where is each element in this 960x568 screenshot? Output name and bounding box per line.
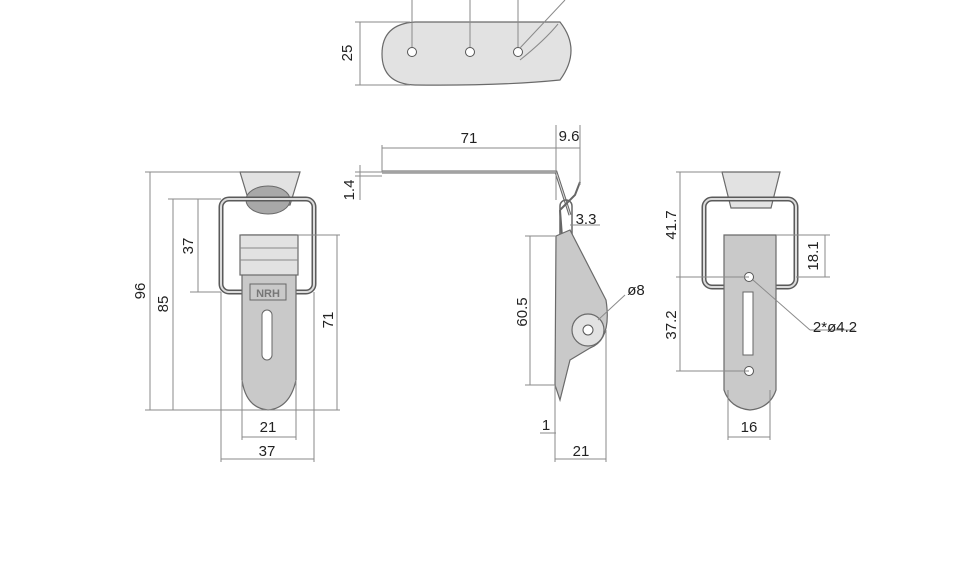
dim-rear-slot-height: 18.1 xyxy=(805,241,822,270)
dim-front-total-width: 37 xyxy=(259,443,276,460)
top-plate-view: 25 xyxy=(339,0,572,86)
dim-side-height: 60.5 xyxy=(514,297,531,326)
dim-rear-upper-height: 41.7 xyxy=(663,210,680,239)
dim-rear-width: 16 xyxy=(741,419,758,436)
dim-side-length: 71 xyxy=(461,130,478,147)
dim-rear-holes: 2*ø4.2 xyxy=(813,319,857,336)
rear-view: 41.7 18.1 37.2 2*ø4.2 16 xyxy=(663,171,857,440)
dim-side-hook-offset: 9.6 xyxy=(559,128,580,145)
dim-side-wire: 3.3 xyxy=(576,211,597,228)
dim-front-body-width: 21 xyxy=(260,419,277,436)
dim-rear-lower-height: 37.2 xyxy=(663,310,680,339)
dim-front-total-height: 96 xyxy=(132,283,149,300)
dim-side-hole-dia: ø8 xyxy=(627,282,645,299)
logo-nrh: NRH xyxy=(256,288,280,300)
dim-side-width: 21 xyxy=(573,443,590,460)
side-view: 71 9.6 1.4 3.3 60.5 ø8 1 21 xyxy=(341,125,645,462)
dim-front-body-height: 71 xyxy=(320,312,337,329)
front-view: NRH 96 85 37 71 21 37 xyxy=(132,171,340,462)
dim-front-loop-height: 37 xyxy=(180,238,197,255)
dim-side-thickness: 1.4 xyxy=(341,180,358,201)
dim-front-hook-height: 85 xyxy=(155,296,172,313)
dim-side-base-thickness: 1 xyxy=(542,417,550,434)
dim-top-plate-height: 25 xyxy=(339,45,356,62)
